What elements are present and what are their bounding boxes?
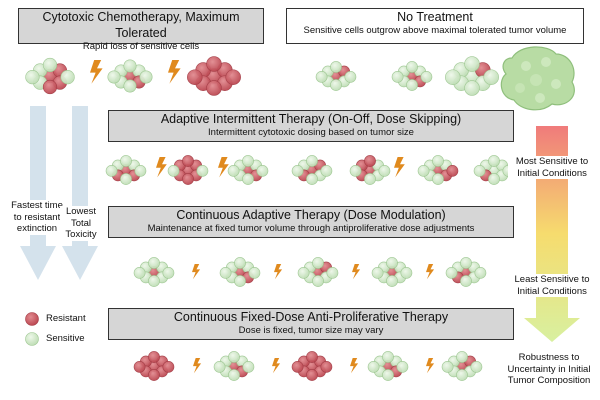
cytotoxic-title: Cytotoxic Chemotherapy, Maximum Tolerate… bbox=[42, 10, 240, 40]
continuous-subtitle: Maintenance at fixed tumor volume throug… bbox=[147, 223, 475, 234]
lightning-icon bbox=[350, 358, 359, 374]
lightning-icon bbox=[90, 60, 103, 84]
tumor-cluster bbox=[291, 155, 333, 185]
legend-resistant-label: Resistant bbox=[46, 313, 86, 324]
tumor-cluster bbox=[133, 351, 175, 381]
tumor-cluster bbox=[219, 257, 261, 287]
extinction-label: Fastest time to resistant extinction bbox=[8, 200, 66, 235]
lightning-icon bbox=[272, 358, 281, 374]
fixed-dose-subtitle: Dose is fixed, tumor size may vary bbox=[238, 325, 384, 336]
tumor-cluster bbox=[371, 257, 413, 287]
intermittent-subtitle: Intermittent cytotoxic dosing based on t… bbox=[208, 127, 414, 138]
tumor-cluster bbox=[187, 56, 241, 96]
lightning-icon bbox=[394, 157, 405, 178]
lightning-icon bbox=[426, 264, 435, 280]
sensitive-swatch bbox=[25, 332, 39, 346]
tumor-cluster bbox=[417, 155, 459, 185]
tumor-cluster bbox=[445, 56, 499, 96]
intermittent-panel: Adaptive Intermittent Therapy (On-Off, D… bbox=[108, 110, 514, 142]
lightning-icon bbox=[352, 264, 361, 280]
tumor-cluster bbox=[227, 155, 269, 185]
lightning-icon bbox=[218, 157, 229, 178]
tumor-cluster bbox=[25, 57, 75, 95]
no-treatment-title: No Treatment bbox=[397, 10, 473, 24]
fixed-dose-title: Continuous Fixed-Dose Anti-Proliferative… bbox=[173, 310, 449, 324]
legend-sensitive-label: Sensitive bbox=[46, 333, 85, 344]
tumor-cluster bbox=[213, 351, 255, 381]
tumor-cluster bbox=[441, 351, 483, 381]
robustness-caption: Robustness to Uncertainty in Initial Tum… bbox=[507, 352, 591, 386]
tumor-cluster bbox=[133, 257, 175, 287]
intermittent-title: Adaptive Intermittent Therapy (On-Off, D… bbox=[160, 112, 462, 126]
tumor-cluster bbox=[107, 59, 153, 93]
cytotoxic-subtitle: Rapid loss of sensitive cells bbox=[82, 41, 200, 52]
tumor-cluster bbox=[167, 155, 209, 185]
tumor-cluster bbox=[349, 155, 391, 185]
most-sensitive-label: Most Sensitive to Initial Conditions bbox=[508, 156, 596, 179]
lightning-icon bbox=[192, 264, 201, 280]
continuous-title: Continuous Adaptive Therapy (Dose Modula… bbox=[176, 208, 446, 222]
tumor-cluster bbox=[297, 257, 339, 287]
lightning-icon bbox=[193, 358, 202, 374]
resistant-swatch bbox=[25, 312, 39, 326]
extinction-arrow bbox=[20, 106, 56, 280]
fixed-dose-panel: Continuous Fixed-Dose Anti-Proliferative… bbox=[108, 308, 514, 340]
lightning-icon bbox=[156, 157, 167, 178]
least-sensitive-label: Least Sensitive to Initial Conditions bbox=[508, 274, 596, 297]
toxicity-label: Lowest Total Toxicity bbox=[60, 206, 102, 241]
tumor-cluster bbox=[445, 257, 487, 287]
no-treatment-subtitle: Sensitive cells outgrow above maximal to… bbox=[303, 25, 567, 36]
tumor-cluster bbox=[473, 155, 515, 185]
lightning-icon bbox=[426, 358, 435, 374]
tumor-cluster bbox=[315, 61, 357, 91]
no-treatment-panel: No Treatment Sensitive cells outgrow abo… bbox=[286, 8, 584, 44]
tumor-cluster bbox=[391, 61, 433, 91]
tumor-cluster bbox=[105, 155, 147, 185]
large-sensitive-tumor bbox=[500, 46, 575, 111]
lightning-icon bbox=[168, 60, 181, 84]
tumor-cluster bbox=[291, 351, 333, 381]
legend-swatches bbox=[25, 312, 39, 346]
lightning-icon bbox=[274, 264, 283, 280]
continuous-panel: Continuous Adaptive Therapy (Dose Modula… bbox=[108, 206, 514, 238]
tumor-cluster bbox=[367, 351, 409, 381]
cytotoxic-panel: Cytotoxic Chemotherapy, Maximum Tolerate… bbox=[18, 8, 264, 52]
toxicity-arrow bbox=[62, 106, 98, 280]
